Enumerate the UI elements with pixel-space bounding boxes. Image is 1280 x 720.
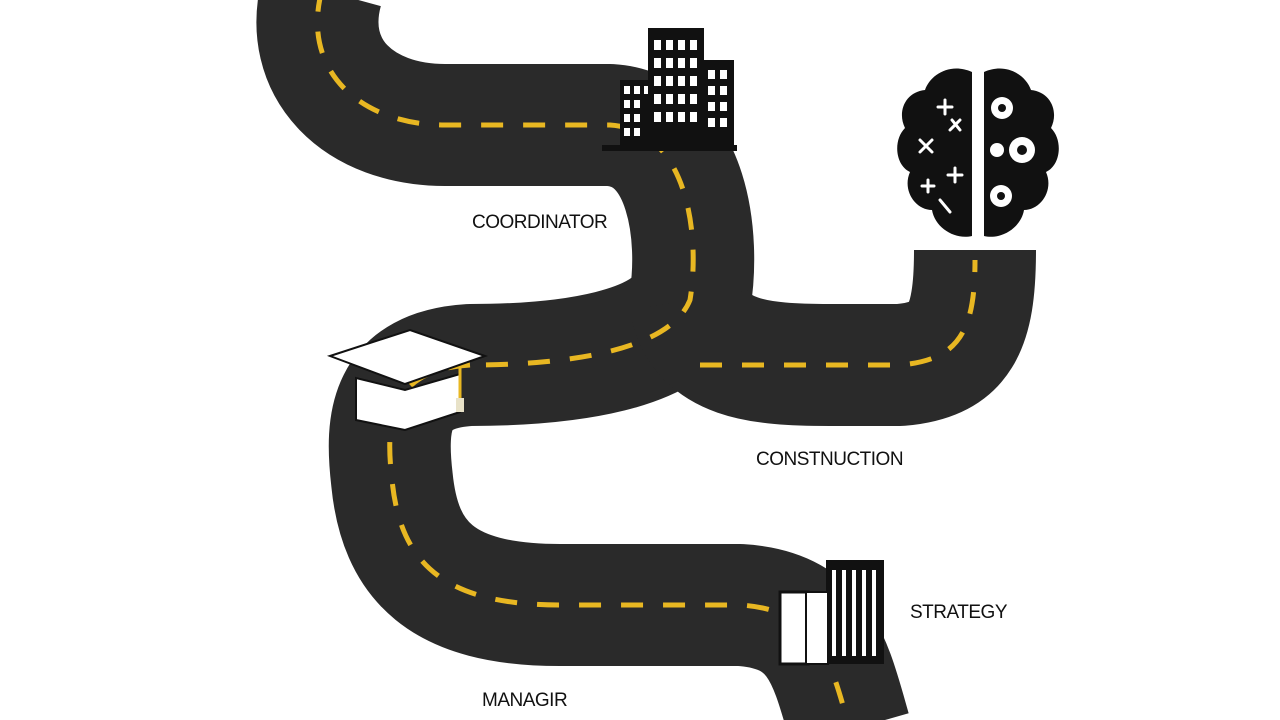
graduation-cap-icon: [326, 328, 489, 432]
label-coordinator: COORDINATOR: [472, 212, 608, 233]
city-buildings-icon: [602, 28, 737, 151]
label-construction: CONSTNUCTION: [756, 449, 904, 470]
label-manager: MANAGIR: [482, 690, 568, 711]
brain-gears-icon: [897, 68, 1059, 237]
lane-marking: [314, 0, 696, 368]
label-strategy: STRATEGY: [910, 602, 1008, 623]
office-building-icon: [778, 560, 884, 666]
winding-road: [256, 0, 1036, 720]
lane-marking-branch: [700, 259, 978, 368]
